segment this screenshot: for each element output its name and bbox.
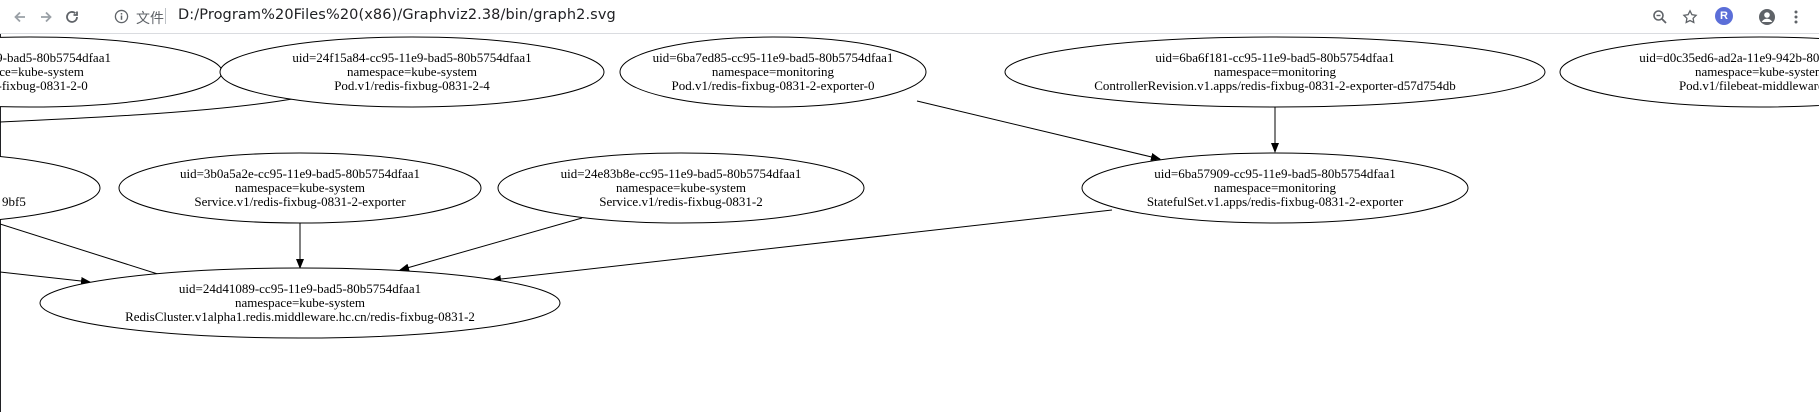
profile-button[interactable] bbox=[1755, 5, 1779, 29]
node-namespace: namespace=monitoring bbox=[1214, 180, 1337, 195]
browser-toolbar: 文件 D:/Program%20Files%20(x86)/Graphviz2.… bbox=[0, 0, 1819, 34]
node-uid: uid=3b0a5a2e-cc95-11e9-bad5-80b5754dfaa1 bbox=[180, 166, 420, 181]
graph-node[interactable]: uid=d0c35ed6-ad2a-11e9-942b-80b5754dfaa1… bbox=[1559, 36, 1819, 108]
graph-node[interactable]: cc95-11e9-bad5-80b5754dfaa1 espace=kube-… bbox=[0, 36, 223, 108]
info-icon[interactable] bbox=[114, 9, 129, 24]
node-uid: cc95-11e9-bad5-80b5754dfaa1 bbox=[0, 50, 111, 65]
graph-edge bbox=[916, 100, 1161, 161]
graph-node[interactable]: uid=24f15a84-cc95-11e9-bad5-80b5754dfaa1… bbox=[219, 36, 605, 108]
back-icon bbox=[14, 11, 25, 23]
menu-icon bbox=[1794, 10, 1798, 24]
graph-node[interactable]: uid=3b0a5a2e-cc95-11e9-bad5-80b5754dfaa1… bbox=[118, 152, 482, 224]
address-bar-url[interactable]: D:/Program%20Files%20(x86)/Graphviz2.38/… bbox=[178, 7, 616, 23]
node-resource: Pod.v1/redis-fixbug-0831-2-4 bbox=[334, 78, 490, 93]
node-uid: uid=24e83b8e-cc95-11e9-bad5-80b5754dfaa1 bbox=[561, 166, 802, 181]
node-resource: 9bf5 bbox=[2, 194, 26, 209]
node-uid: uid=6ba6f181-cc95-11e9-bad5-80b5754dfaa1 bbox=[1155, 50, 1394, 65]
zoom-button[interactable] bbox=[1648, 5, 1672, 29]
address-separator bbox=[165, 8, 166, 24]
zoom-icon bbox=[1653, 10, 1667, 24]
profile-icon bbox=[1759, 9, 1775, 25]
back-button[interactable] bbox=[8, 5, 32, 29]
forward-button[interactable] bbox=[34, 5, 58, 29]
node-namespace: namespace=kube-system bbox=[616, 180, 746, 195]
menu-button[interactable] bbox=[1784, 5, 1808, 29]
forward-icon bbox=[41, 11, 52, 23]
node-namespace: namespace=monitoring bbox=[1214, 64, 1337, 79]
graph-node[interactable]: uid=24d41089-cc95-11e9-bad5-80b5754dfaa1… bbox=[39, 267, 561, 339]
page-left-edge bbox=[0, 34, 1, 412]
graph-node[interactable]: uid=6ba6f181-cc95-11e9-bad5-80b5754dfaa1… bbox=[1004, 36, 1546, 108]
node-namespace: namespace=monitoring bbox=[712, 64, 835, 79]
node-uid: uid=24d41089-cc95-11e9-bad5-80b5754dfaa1 bbox=[179, 281, 421, 296]
graph-node[interactable]: uid=6ba57909-cc95-11e9-bad5-80b5754dfaa1… bbox=[1081, 152, 1469, 224]
graph-node[interactable]: uid=24e83b8e-cc95-11e9-bad5-80b5754dfaa1… bbox=[497, 152, 865, 224]
graph-node[interactable]: 9bf5 bbox=[0, 153, 101, 223]
graph-edge bbox=[0, 223, 184, 284]
dependency-graph: cc95-11e9-bad5-80b5754dfaa1 espace=kube-… bbox=[0, 36, 1819, 339]
graph-edge bbox=[491, 209, 1113, 283]
node-resource: Pod.v1/filebeat-middleware-pq bbox=[1679, 78, 1819, 93]
node-resource: redis-fixbug-0831-2-0 bbox=[0, 78, 88, 93]
node-uid: uid=6ba7ed85-cc95-11e9-bad5-80b5754dfaa1 bbox=[653, 50, 894, 65]
node-resource: Service.v1/redis-fixbug-0831-2-exporter bbox=[194, 194, 406, 209]
node-namespace: espace=kube-system bbox=[0, 64, 84, 79]
node-uid: uid=6ba57909-cc95-11e9-bad5-80b5754dfaa1 bbox=[1154, 166, 1396, 181]
graph-edge bbox=[0, 97, 299, 123]
node-resource: RedisCluster.v1alpha1.redis.middleware.h… bbox=[125, 309, 475, 324]
scheme-label: 文件 bbox=[136, 11, 164, 27]
node-namespace: namespace=kube-system bbox=[347, 64, 477, 79]
node-namespace: namespace=kube-system bbox=[235, 180, 365, 195]
bookmark-button[interactable] bbox=[1678, 5, 1702, 29]
node-resource: Pod.v1/redis-fixbug-0831-2-exporter-0 bbox=[672, 78, 875, 93]
node-uid: uid=d0c35ed6-ad2a-11e9-942b-80b5754dfaa1 bbox=[1639, 50, 1819, 65]
reload-icon bbox=[66, 11, 78, 23]
reload-button[interactable] bbox=[60, 5, 84, 29]
node-resource: StatefulSet.v1.apps/redis-fixbug-0831-2-… bbox=[1147, 194, 1404, 209]
graph-edge bbox=[0, 271, 91, 285]
extension-icon[interactable]: R bbox=[1715, 7, 1733, 25]
node-uid: uid=24f15a84-cc95-11e9-bad5-80b5754dfaa1 bbox=[292, 50, 531, 65]
node-namespace: namespace=kube-system bbox=[235, 295, 365, 310]
graph-edge bbox=[399, 217, 583, 272]
star-icon bbox=[1682, 9, 1698, 24]
graph-node[interactable]: uid=6ba7ed85-cc95-11e9-bad5-80b5754dfaa1… bbox=[619, 36, 927, 108]
node-resource: ControllerRevision.v1.apps/redis-fixbug-… bbox=[1094, 78, 1456, 93]
node-resource: Service.v1/redis-fixbug-0831-2 bbox=[599, 194, 763, 209]
node-namespace: namespace=kube-system bbox=[1695, 64, 1819, 79]
